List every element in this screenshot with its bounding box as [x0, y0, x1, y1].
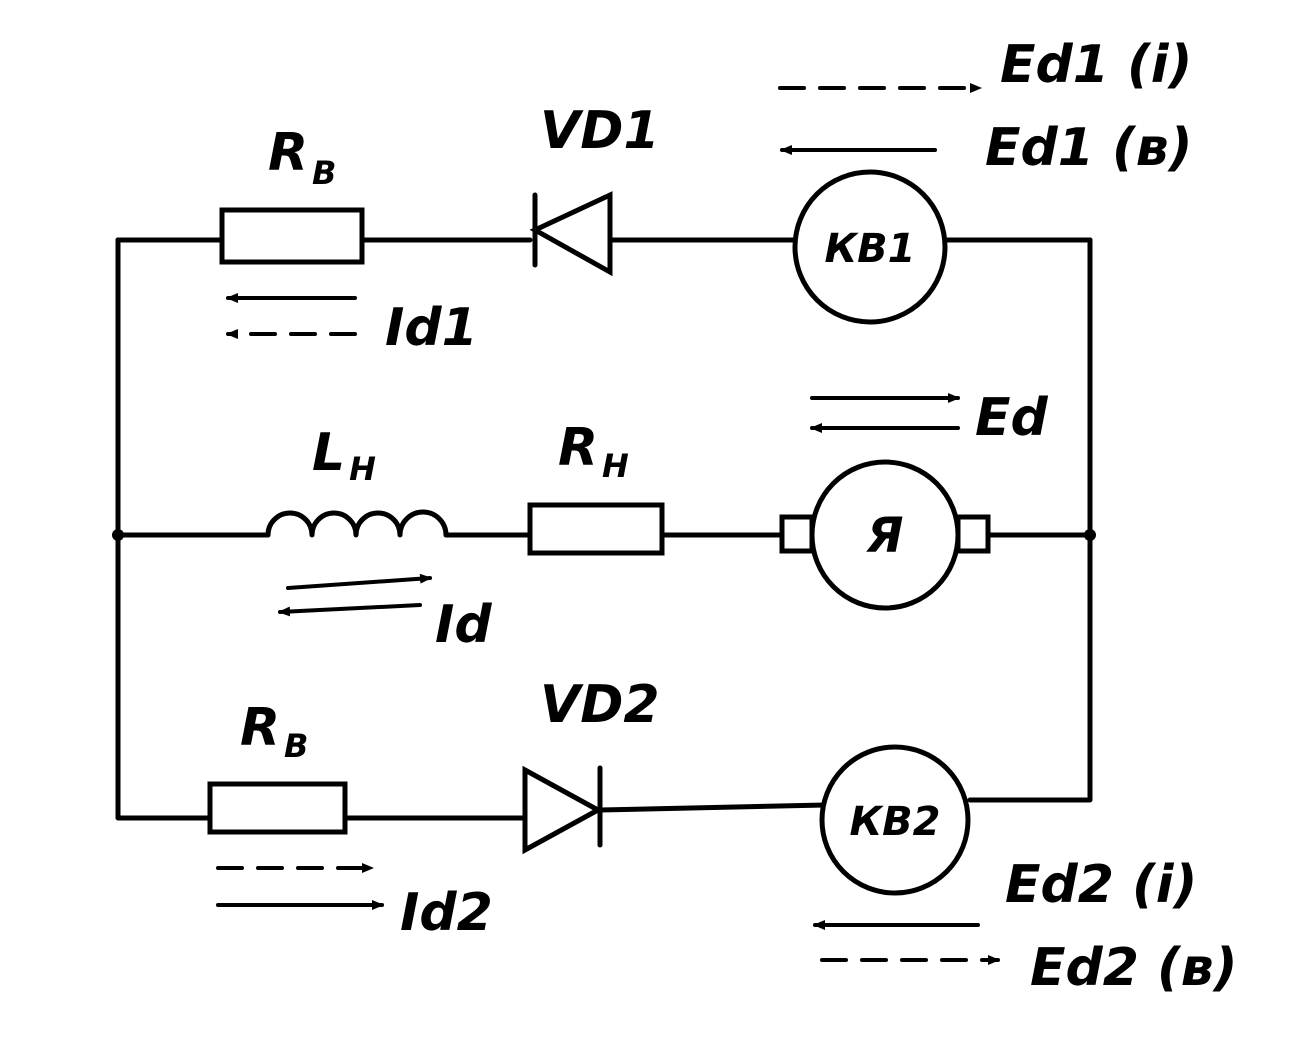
label-vd2: VD2	[540, 675, 660, 735]
label-ed1-i: Ed1 (i)	[1000, 35, 1192, 95]
diode-vd2	[522, 765, 604, 855]
label-id: Id	[435, 595, 492, 655]
label-ed: Ed	[975, 388, 1049, 448]
label-ed2-i: Ed2 (i)	[1005, 855, 1197, 915]
winding-kv1	[792, 169, 948, 325]
resistor-rb-bottom	[207, 781, 348, 835]
motor-armature	[779, 459, 991, 611]
junction-right	[1084, 529, 1096, 541]
label-ed2-v: Ed2 (в)	[1030, 938, 1237, 998]
label-vd1: VD1	[540, 101, 660, 161]
inductor-ln	[265, 509, 449, 538]
arrow-id-right	[286, 573, 432, 590]
arrow-id-left	[278, 603, 422, 617]
winding-kv2	[819, 744, 971, 896]
label-ed1-v: Ed1 (в)	[985, 118, 1192, 178]
label-id1: Id1	[385, 298, 478, 358]
label-kv1: КВ1	[824, 226, 915, 272]
label-id2: Id2	[400, 883, 493, 943]
bottom-branch	[207, 744, 971, 896]
direction-arrows	[216, 83, 1000, 965]
junction-left	[112, 529, 124, 541]
top-branch	[219, 169, 948, 325]
resistor-rn	[527, 502, 665, 556]
resistor-rb-top	[219, 207, 365, 265]
label-ya: Я	[866, 508, 904, 564]
middle-branch	[265, 459, 991, 611]
label-kv2: КВ2	[849, 799, 940, 845]
wiring	[112, 237, 1096, 821]
diode-vd1	[529, 191, 613, 277]
